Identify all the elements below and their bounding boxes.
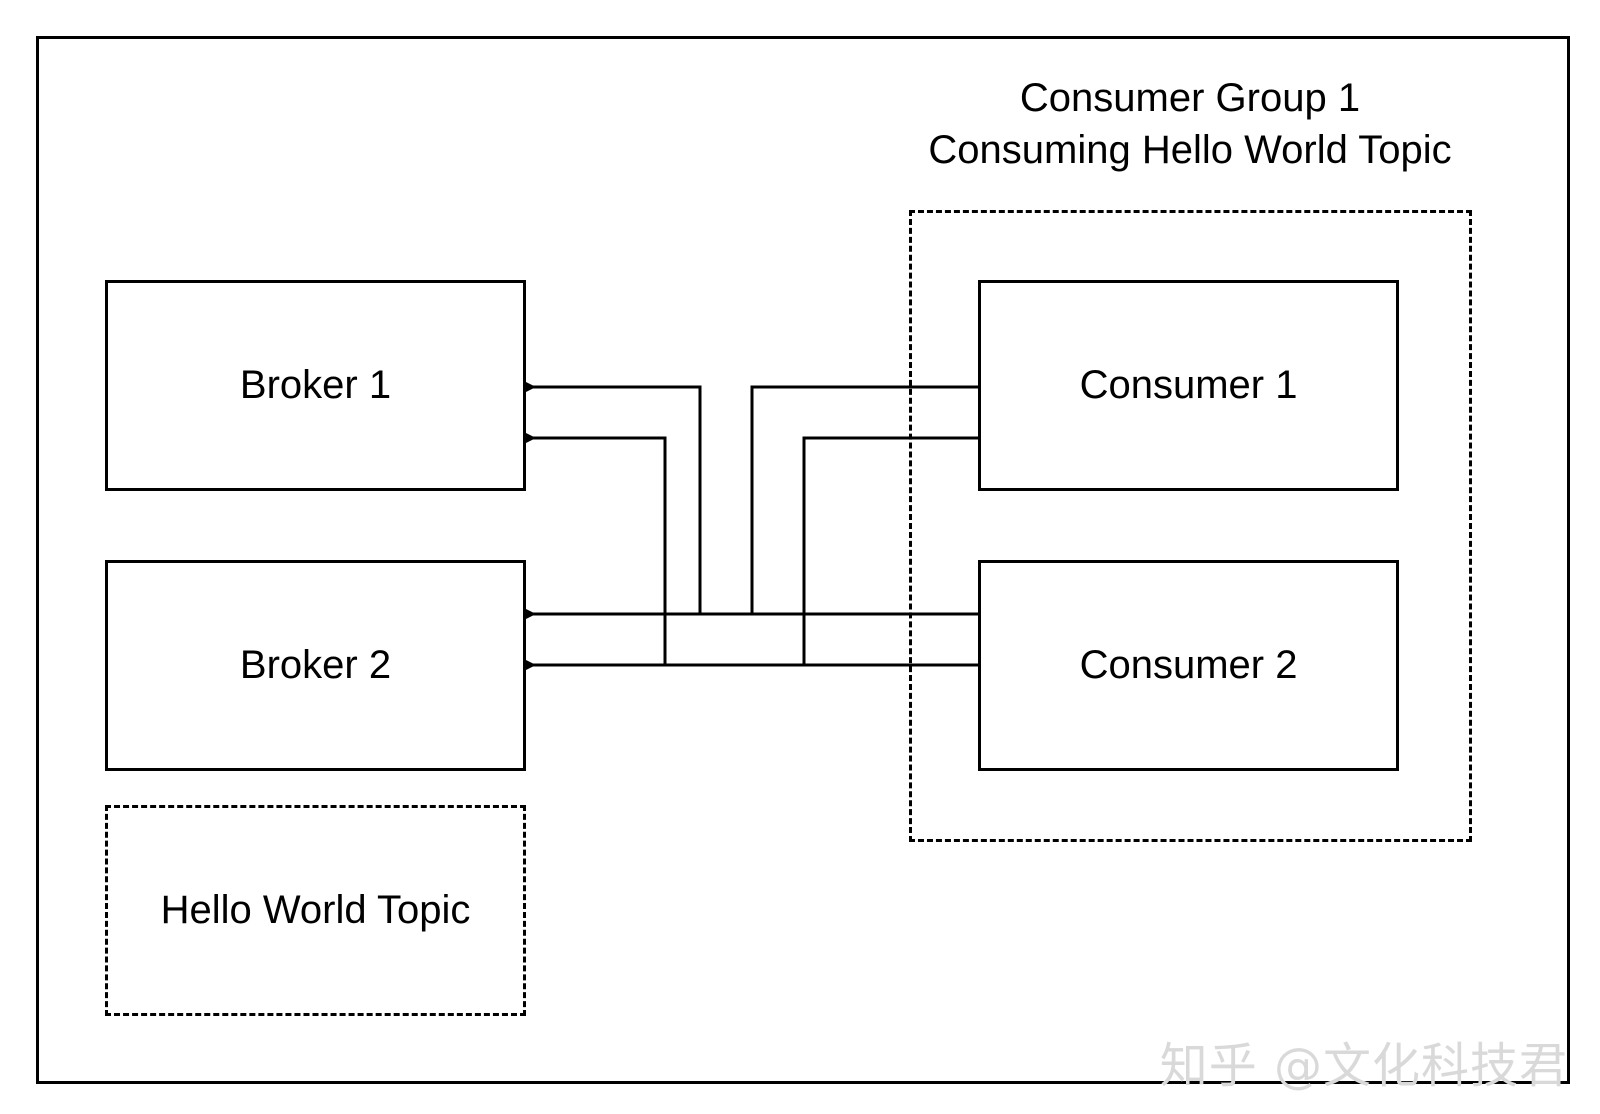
- consumer-2-label: Consumer 2: [1079, 643, 1298, 687]
- hello-world-topic-node: Hello World Topic: [105, 805, 526, 1016]
- consumer-1-node: Consumer 1: [978, 280, 1399, 491]
- broker-2-label: Broker 2: [239, 643, 392, 687]
- consumer-group-title: Consumer Group 1 Consuming Hello World T…: [880, 72, 1500, 176]
- broker-1-label: Broker 1: [239, 363, 392, 407]
- watermark-text: 知乎 @文化科技君: [1159, 1038, 1568, 1094]
- hello-world-topic-label: Hello World Topic: [160, 888, 471, 932]
- broker-2-node: Broker 2: [105, 560, 526, 771]
- consumer-2-node: Consumer 2: [978, 560, 1399, 771]
- broker-1-node: Broker 1: [105, 280, 526, 491]
- consumer-group-title-line2: Consuming Hello World Topic: [928, 128, 1452, 172]
- consumer-1-label: Consumer 1: [1079, 363, 1298, 407]
- diagram-frame: [36, 36, 1570, 1084]
- consumer-group-title-line1: Consumer Group 1: [1019, 76, 1361, 120]
